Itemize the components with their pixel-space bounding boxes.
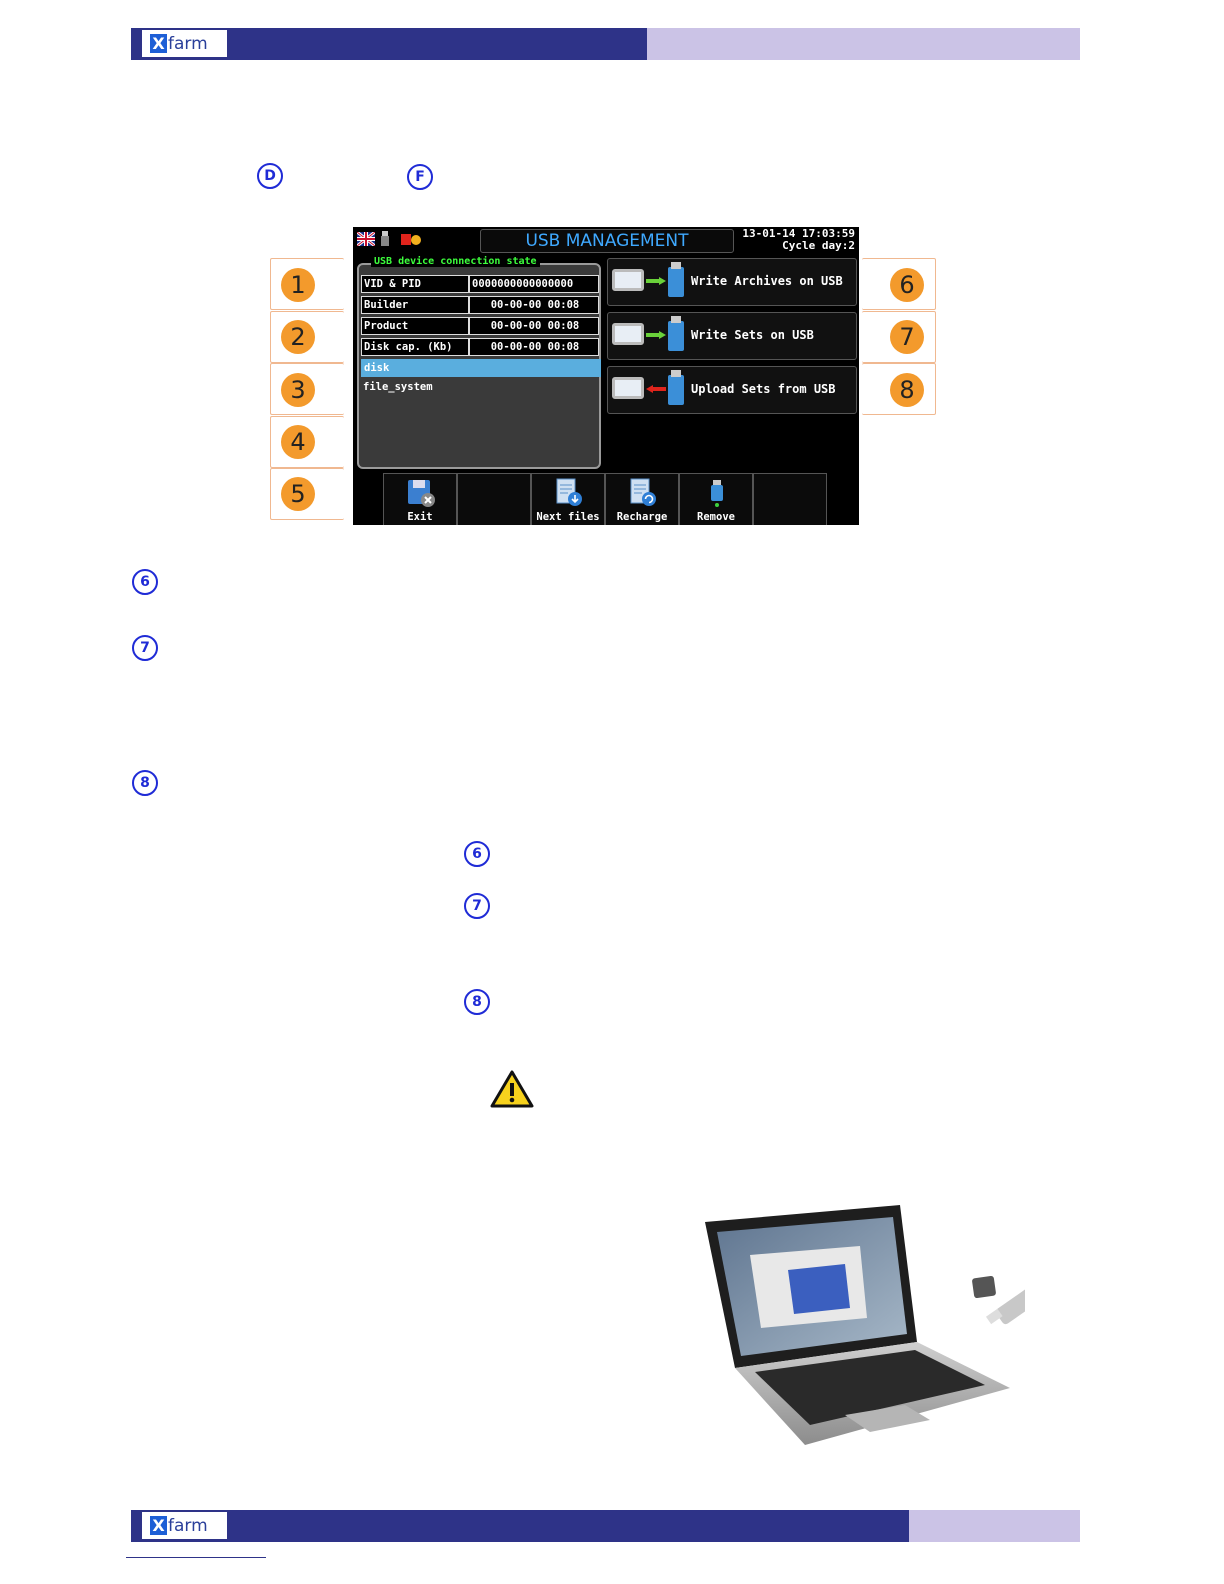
callout-3: 3 <box>281 373 315 407</box>
logo-mark: X <box>150 1516 167 1535</box>
indented-ref-7: 7 <box>464 893 490 919</box>
next-files-label: Next files <box>536 511 600 523</box>
device-icon <box>612 323 644 345</box>
callout-2: 2 <box>281 320 315 354</box>
callout-box-1 <box>270 258 344 310</box>
ref-6: 6 <box>132 569 158 595</box>
usb-stick-icon <box>668 262 684 297</box>
row-value-vid: 0000000000000000 <box>469 275 599 293</box>
callout-box-4 <box>270 416 344 468</box>
usb-stick-icon <box>668 370 684 405</box>
arrow-left-icon <box>646 385 666 393</box>
write-sets-label: Write Sets on USB <box>691 328 814 342</box>
uk-flag-icon <box>357 232 375 246</box>
callout-6: 6 <box>890 268 924 302</box>
next-files-icon <box>556 478 582 506</box>
arrow-right-icon <box>646 277 666 285</box>
row-label-builder: Builder <box>361 296 469 314</box>
callout-box-3 <box>270 363 344 415</box>
row-label-disk-cap: Disk cap. (Kb) <box>361 338 469 356</box>
upload-sets-label: Upload Sets from USB <box>691 382 836 396</box>
arrow-right-icon <box>646 331 666 339</box>
callout-box-8 <box>862 363 936 415</box>
usb-stick-icon <box>668 316 684 351</box>
usb-connection-panel: USB device connection state VID & PID 00… <box>357 256 601 469</box>
ref-f: F <box>407 164 433 190</box>
upload-sets-button[interactable]: Upload Sets from USB <box>607 366 857 414</box>
usb-remove-icon <box>711 480 723 507</box>
ref-d: D <box>257 163 283 189</box>
callout-7: 7 <box>890 320 924 354</box>
callout-4: 4 <box>281 425 315 459</box>
logo-text: farm <box>168 1515 208 1536</box>
callout-1: 1 <box>281 268 315 302</box>
callout-box-6 <box>862 258 936 310</box>
callout-box-5 <box>270 468 344 520</box>
usb-status-icon <box>381 231 389 246</box>
alarm-icon <box>401 234 421 245</box>
floppy-exit-icon <box>408 480 435 507</box>
remove-button[interactable]: Remove <box>679 473 753 525</box>
usb-stick-icon <box>972 1275 1025 1325</box>
device-icon <box>612 377 644 399</box>
row-value-builder: 00-00-00 00:08 <box>469 296 599 314</box>
footer-bar-light <box>909 1510 1080 1542</box>
footnote-rule <box>126 1557 266 1558</box>
screen-date: 13-01-14 17:03:59 <box>742 227 855 240</box>
usb-management-screen: USB MANAGEMENT 13-01-14 17:03:59 Cycle d… <box>353 227 859 525</box>
recharge-icon <box>630 478 656 506</box>
indented-ref-6: 6 <box>464 841 490 867</box>
recharge-label: Recharge <box>616 511 668 523</box>
row-value-product: 00-00-00 00:08 <box>469 317 599 335</box>
toolbar-empty-2 <box>753 473 827 525</box>
exit-button[interactable]: Exit <box>383 473 457 525</box>
exit-label: Exit <box>407 511 433 523</box>
recharge-button[interactable]: Recharge <box>605 473 679 525</box>
callout-5: 5 <box>281 477 315 511</box>
ref-8: 8 <box>132 770 158 796</box>
row-label-vid: VID & PID <box>361 275 469 293</box>
logo-mark: X <box>150 34 167 53</box>
row-label-product: Product <box>361 317 469 335</box>
screen-datetime: 13-01-14 17:03:59 Cycle day:2 <box>742 228 855 252</box>
write-sets-button[interactable]: Write Sets on USB <box>607 312 857 360</box>
write-archives-label: Write Archives on USB <box>691 274 843 288</box>
callout-box-2 <box>270 311 344 363</box>
callout-8: 8 <box>890 373 924 407</box>
screen-cycle: Cycle day:2 <box>782 239 855 252</box>
screen-toolbar: Exit Next files Recharge Remove <box>383 473 829 525</box>
list-item-disk[interactable]: disk <box>361 359 601 377</box>
callout-box-7 <box>862 311 936 363</box>
list-item-file-system[interactable]: file_system <box>363 381 433 393</box>
toolbar-empty-1 <box>457 473 531 525</box>
screen-title: USB MANAGEMENT <box>480 229 734 253</box>
remove-label: Remove <box>697 511 735 523</box>
warning-triangle-icon <box>490 1070 534 1108</box>
indented-ref-8: 8 <box>464 989 490 1015</box>
logo-text: farm <box>168 33 208 54</box>
panel-title: USB device connection state <box>371 256 540 267</box>
ref-7: 7 <box>132 635 158 661</box>
row-value-disk-cap: 00-00-00 00:08 <box>469 338 599 356</box>
device-icon <box>612 269 644 291</box>
write-archives-button[interactable]: Write Archives on USB <box>607 258 857 306</box>
next-files-button[interactable]: Next files <box>531 473 605 525</box>
header-bar-light <box>647 28 1080 60</box>
footer-bar <box>131 1510 909 1542</box>
laptop-illustration <box>705 1205 1025 1445</box>
